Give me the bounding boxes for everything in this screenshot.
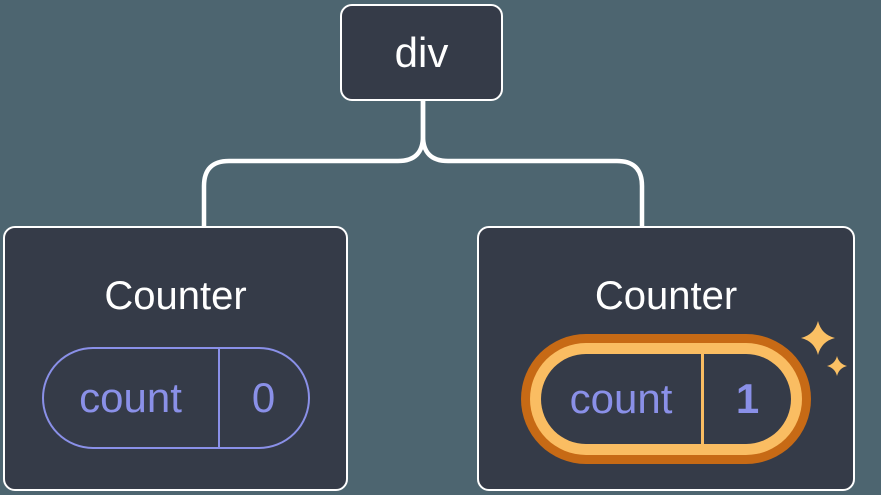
sparkle-small-icon [827, 356, 847, 376]
state-key-cell: count [44, 349, 218, 447]
counter-card-left-title: Counter [104, 274, 247, 318]
state-key-cell: count [541, 354, 701, 444]
tree-node-div-label: div [394, 28, 449, 76]
state-value-label: 1 [735, 375, 760, 422]
tree-node-div: div [340, 4, 503, 101]
state-pill-divider [217, 349, 220, 447]
state-key-label: count [569, 375, 673, 422]
state-pill-highlight-ring: count 1 [521, 334, 811, 464]
state-pill-count-1: count 1 [541, 354, 791, 444]
state-pill-count-0: count 0 [41, 347, 310, 449]
state-value-cell: 1 [704, 354, 791, 444]
sparkle-large-icon [801, 321, 835, 355]
counter-card-right-title: Counter [594, 274, 738, 318]
state-pill-divider [701, 354, 704, 444]
state-pill-highlight-ring-inner: count 1 [530, 343, 802, 455]
state-value-cell: 0 [220, 349, 308, 447]
sparkles-icon [801, 321, 847, 376]
counter-card-right: Counter count 1 [477, 226, 855, 491]
connector-root-to-right-counter [420, 96, 645, 232]
connector-root-to-left-counter [201, 96, 426, 232]
counter-card-left: Counter count 0 [3, 226, 348, 491]
state-value-label: 0 [251, 374, 276, 421]
state-key-label: count [79, 374, 182, 421]
